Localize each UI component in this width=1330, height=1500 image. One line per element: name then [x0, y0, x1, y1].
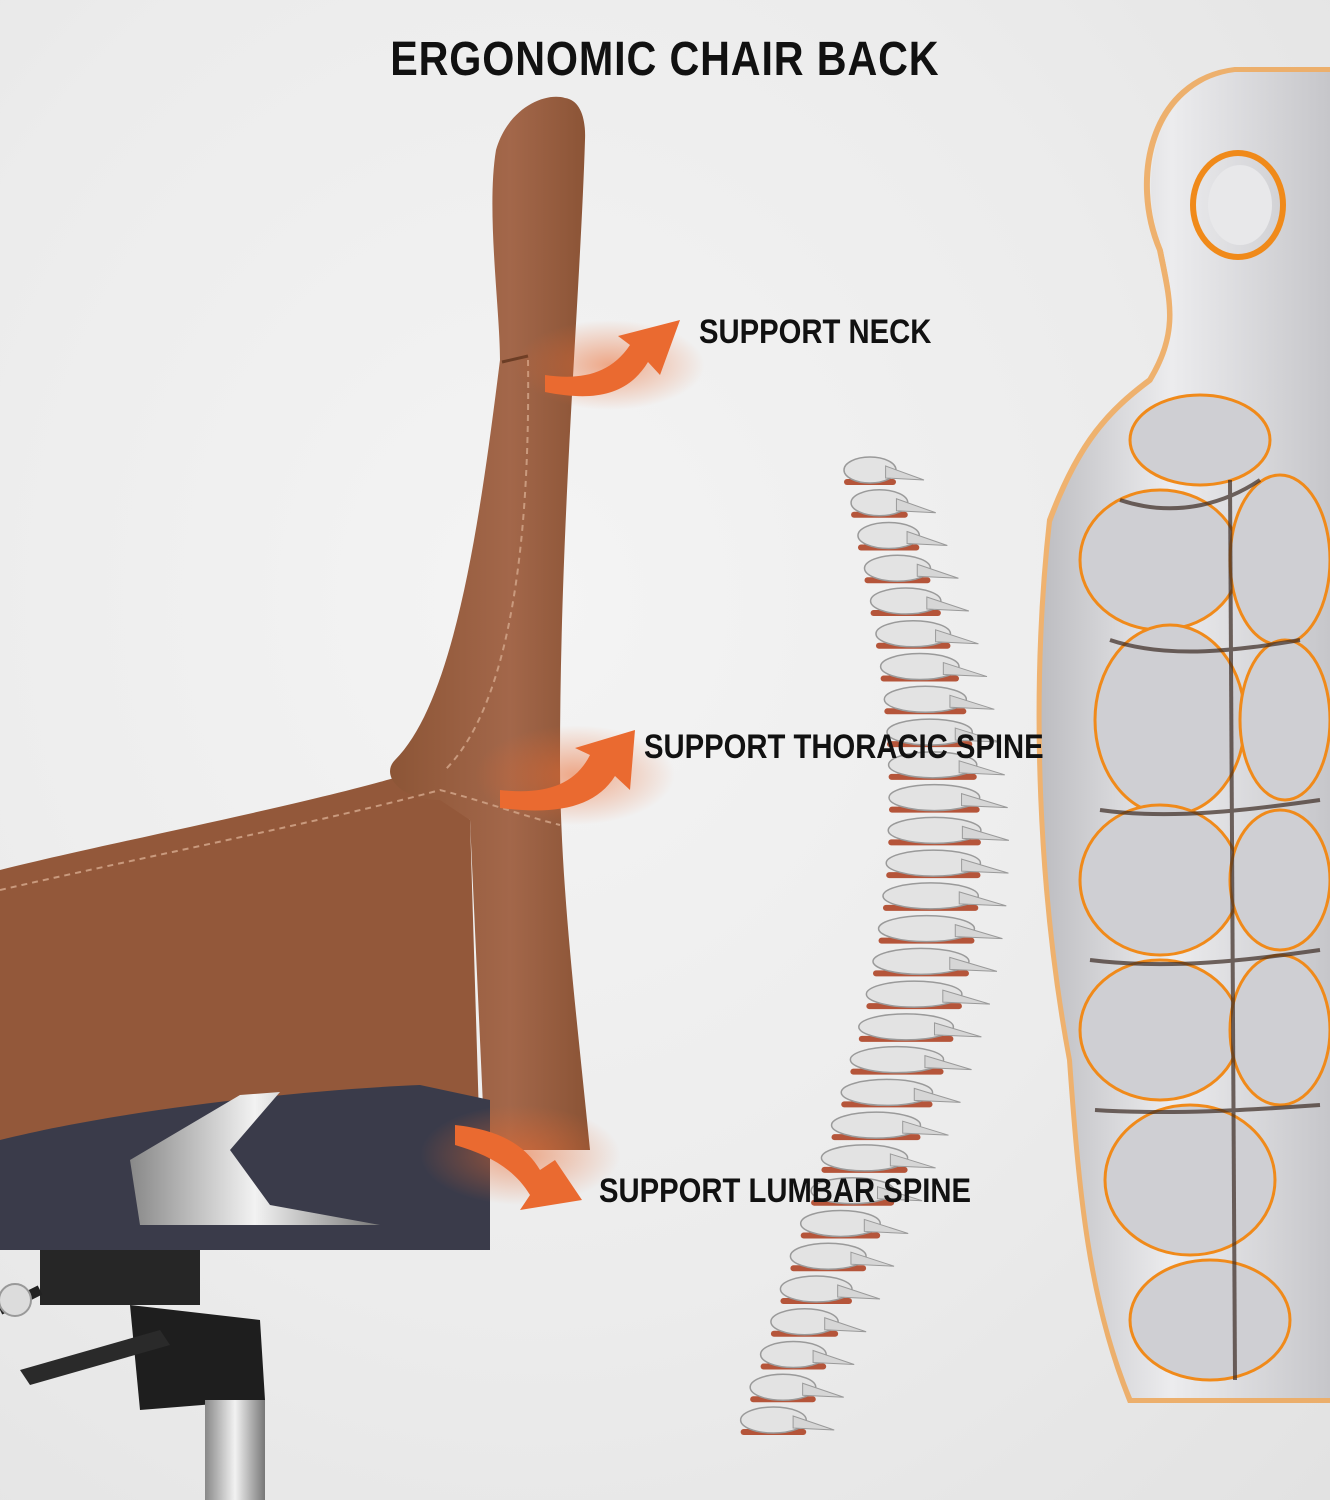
spinous-process: [942, 661, 988, 678]
vertebra: [779, 1275, 853, 1303]
spinous-process: [954, 727, 1001, 743]
spinous-process: [933, 1022, 982, 1038]
arrow-icon: [455, 1125, 582, 1210]
muscle-segments: [1078, 393, 1330, 1382]
head-center: [1208, 165, 1272, 245]
vertebra: [770, 1307, 839, 1336]
spinous-process: [824, 1317, 867, 1333]
gas-lift: [205, 1400, 265, 1500]
footrest-bar: [20, 1330, 170, 1385]
spinous-process: [913, 1087, 961, 1103]
chair-seat: [0, 770, 480, 1150]
vertebra: [882, 882, 980, 910]
anatomical-body-model: [1036, 67, 1330, 1403]
vertebra: [799, 1209, 881, 1238]
chair-mechanism: [40, 1250, 200, 1305]
vertebra: [869, 587, 942, 615]
spinous-process: [961, 825, 1010, 841]
spine-model: [739, 456, 1010, 1435]
spinous-process: [958, 891, 1007, 907]
spinous-process: [961, 792, 1008, 809]
spinous-process: [902, 1120, 949, 1136]
vertebra: [810, 1176, 895, 1205]
arrow-icon: [500, 730, 635, 811]
label-support-thoracic-spine: SUPPORT THORACIC SPINE: [644, 728, 1044, 766]
chair-frame: [130, 1305, 265, 1410]
spinous-process: [906, 530, 948, 547]
vertebra: [840, 1078, 934, 1107]
spinous-process: [812, 1349, 855, 1365]
arrow-icon: [545, 320, 680, 397]
vertebra: [865, 980, 963, 1008]
spinous-process: [949, 956, 998, 972]
vertebra: [883, 685, 968, 714]
vertebra: [886, 718, 974, 746]
spinous-process: [961, 858, 1009, 874]
vertebra: [877, 914, 976, 943]
label-support-lumbar-spine: SUPPORT LUMBAR SPINE: [599, 1172, 972, 1210]
arrow-lumbar: [420, 1105, 620, 1210]
spinous-process: [954, 923, 1003, 940]
spinous-process: [889, 1153, 936, 1169]
spinous-process: [877, 1186, 923, 1202]
page-title: ERGONOMIC CHAIR BACK: [390, 33, 940, 86]
spinous-process: [949, 694, 995, 710]
spinous-process: [850, 1251, 895, 1267]
spinous-process: [802, 1382, 844, 1398]
vertebra: [879, 652, 960, 681]
vertebra: [875, 620, 952, 648]
spinous-process: [916, 563, 959, 579]
spinous-process: [926, 596, 970, 612]
vertebra: [849, 1045, 945, 1074]
vertebra: [888, 783, 981, 812]
head-ring: [1190, 150, 1286, 260]
vertebra: [872, 947, 970, 976]
spinous-process: [885, 465, 925, 481]
vertebra: [858, 1013, 955, 1041]
arrow-thoracic: [475, 725, 675, 825]
vertebra: [885, 849, 982, 877]
spinous-process: [863, 1218, 909, 1234]
vertebra: [830, 1111, 922, 1139]
chair-base-panel: [0, 1085, 490, 1250]
knob-icon: [0, 1283, 32, 1317]
vertebra: [887, 751, 978, 779]
label-support-neck: SUPPORT NECK: [699, 313, 932, 351]
spinous-process: [942, 989, 991, 1005]
chrome-bracket: [130, 1092, 380, 1225]
spinous-process: [895, 498, 936, 514]
spinous-process: [792, 1415, 835, 1431]
spinous-process: [837, 1284, 881, 1300]
spinous-process: [935, 629, 979, 645]
vertebra: [887, 816, 982, 845]
spinous-process: [958, 760, 1005, 776]
spinous-process: [924, 1054, 972, 1071]
body-glow-outline: [1036, 67, 1330, 1403]
muscle-gaps: [1089, 478, 1321, 1381]
vertebra: [820, 1144, 909, 1172]
vertebra: [789, 1242, 867, 1270]
arrow-neck: [515, 320, 705, 410]
